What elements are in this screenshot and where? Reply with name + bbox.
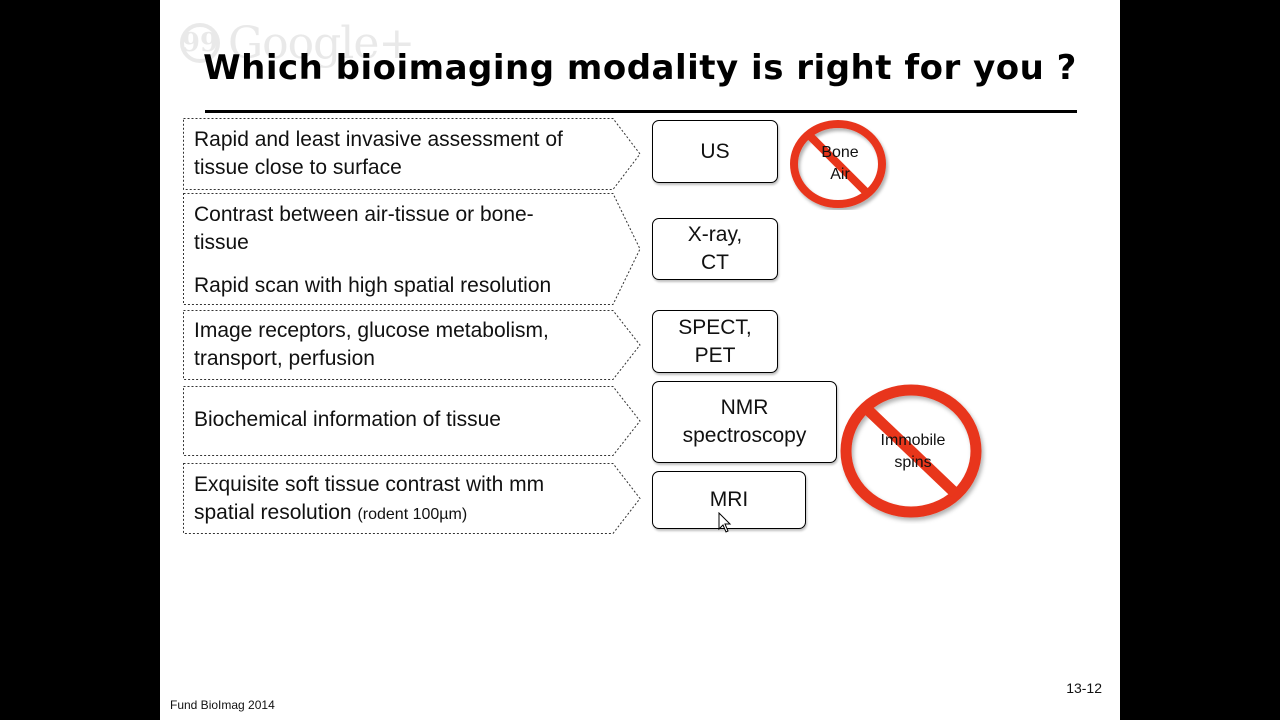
modality-label: SPECT, [678, 315, 752, 339]
slide-title: Which bioimaging modality is right for y… [203, 48, 1077, 88]
modality-label: US [700, 139, 730, 163]
no-sign-line: Air [830, 166, 850, 183]
criterion-line: tissue [194, 231, 249, 254]
no-sign-immobile-spins: Immobile spins [838, 382, 988, 524]
modality-box-nmr: NMR spectroscopy [652, 381, 837, 463]
criterion-text: Biochemical information of tissue [194, 406, 601, 434]
prohibition-icon [840, 384, 982, 518]
no-sign-label: Bone Air [790, 142, 890, 186]
mouse-cursor-icon [718, 512, 732, 533]
modality-box-us: US [652, 120, 778, 183]
chevron-shape [183, 310, 641, 380]
criterion-line: Contrast between air-tissue or bone- [194, 203, 534, 226]
criterion-line: Exquisite soft tissue contrast with mm [194, 473, 545, 496]
chevron-shape [183, 118, 641, 190]
criterion-line: Biochemical information of tissue [194, 408, 501, 431]
criterion-text: Contrast between air-tissue or bone- tis… [194, 201, 601, 300]
no-sign-label: Immobile spins [838, 430, 988, 474]
modality-label: MRI [709, 488, 749, 511]
title-underline [205, 110, 1077, 113]
google-plus-wordmark: Google+ [228, 17, 415, 69]
modality-label: PET [694, 343, 736, 367]
chevron-shape [183, 386, 641, 456]
criterion-text: Image receptors, glucose metabolism, tra… [194, 317, 601, 373]
criterion-text: Exquisite soft tissue contrast with mm s… [194, 471, 601, 529]
modality-label: CT [700, 251, 729, 274]
criterion-spacer [194, 257, 601, 272]
slide-number: 13-12 [1066, 680, 1102, 696]
no-sign-line: Immobile [880, 432, 946, 449]
chevron-shape [183, 463, 641, 534]
footer-course-label: Fund BioImag 2014 [170, 698, 275, 712]
criterion-line: tissue close to surface [194, 156, 402, 179]
modality-box-xray-ct: X-ray, CT [652, 218, 778, 280]
modality-box-spect-pet: SPECT, PET [652, 310, 778, 373]
presentation-slide: 99 Google+ Which bioimaging modality is … [160, 0, 1120, 720]
no-sign-line: spins [894, 454, 932, 471]
criterion-text: Rapid and least invasive assessment of t… [194, 126, 601, 182]
criterion-note: (rodent 100µm) [357, 506, 468, 523]
criterion-chevron-mri: Exquisite soft tissue contrast with mm s… [183, 463, 641, 534]
no-sign-line: Bone [821, 144, 859, 161]
criterion-line: Rapid and least invasive assessment of [194, 128, 563, 151]
criterion-chevron-us: Rapid and least invasive assessment of t… [183, 118, 641, 190]
chevron-shape [183, 193, 641, 305]
criterion-chevron-spect-pet: Image receptors, glucose metabolism, tra… [183, 310, 641, 380]
modality-label: X-ray, [687, 223, 743, 246]
no-sign-bone-air: Bone Air [790, 120, 890, 210]
criterion-line: Rapid scan with high spatial resolution [194, 274, 552, 297]
criterion-line: Image receptors, glucose metabolism, [194, 319, 549, 342]
criterion-chevron-xray-ct: Contrast between air-tissue or bone- tis… [183, 193, 641, 305]
prohibition-icon [790, 120, 886, 208]
google-plus-icon: 99 [180, 23, 220, 63]
criterion-chevron-nmr: Biochemical information of tissue [183, 386, 641, 456]
criterion-line: spatial resolution [194, 501, 352, 524]
criterion-line: transport, perfusion [194, 347, 375, 370]
modality-label: spectroscopy [682, 424, 807, 447]
modality-box-mri: MRI [652, 471, 806, 529]
modality-label: NMR [720, 396, 769, 419]
google-plus-watermark: 99 Google+ [180, 17, 415, 69]
